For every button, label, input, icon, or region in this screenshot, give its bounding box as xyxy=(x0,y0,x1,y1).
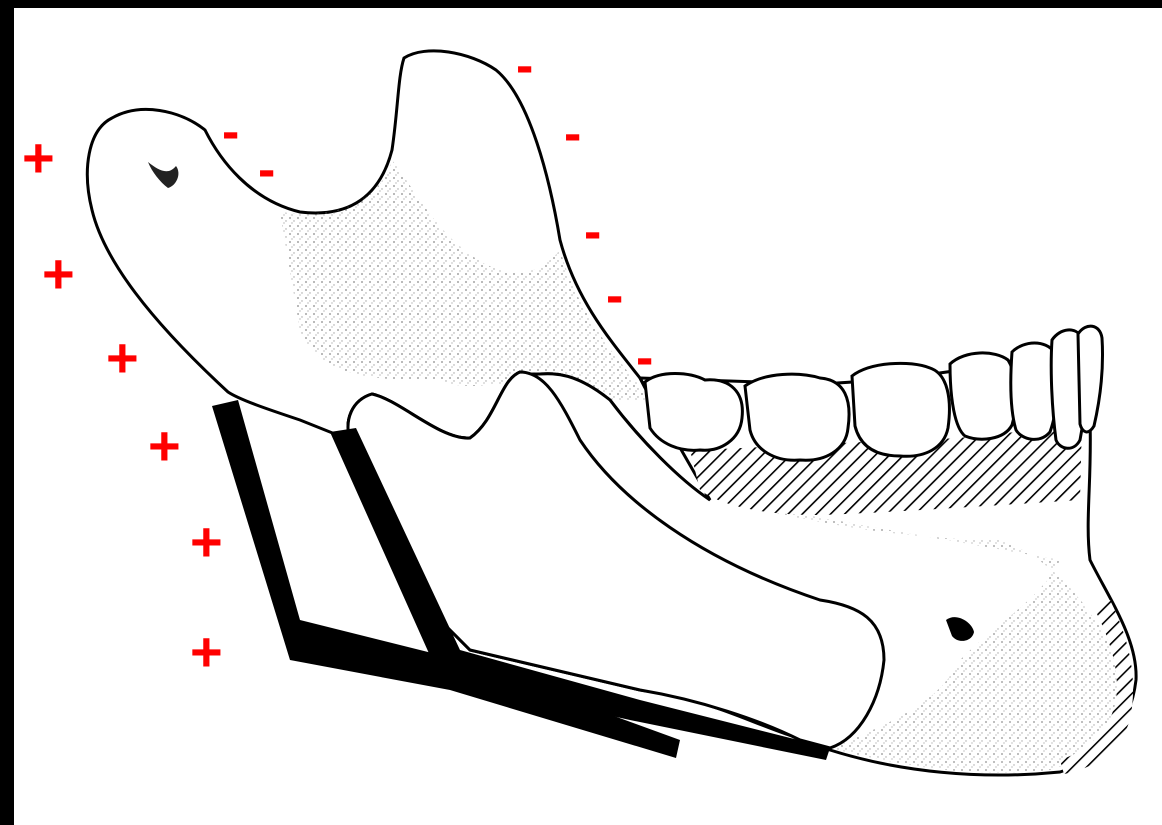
minus-mark-3: - xyxy=(516,40,533,92)
minus-mark-1: - xyxy=(222,106,239,158)
minus-mark-7: - xyxy=(636,332,653,384)
plus-mark-5: + xyxy=(190,514,223,570)
figure-canvas: + + + + + + - - - - - - - xyxy=(14,8,1162,825)
tooth-molar-1 xyxy=(852,363,949,456)
minus-mark-5: - xyxy=(584,206,601,258)
minus-mark-6: - xyxy=(606,270,623,322)
plus-mark-4: + xyxy=(148,418,181,474)
tooth-molar-2 xyxy=(745,374,849,460)
minus-mark-4: - xyxy=(564,108,581,160)
tooth-incisor xyxy=(1078,326,1103,432)
minus-mark-2: - xyxy=(258,144,275,196)
plus-mark-1: + xyxy=(22,130,55,186)
mandible-drawing xyxy=(14,8,1162,825)
teeth xyxy=(645,326,1103,460)
plus-mark-6: + xyxy=(190,624,223,680)
tooth-premolar-2 xyxy=(950,353,1016,439)
plus-mark-3: + xyxy=(106,330,139,386)
plus-mark-2: + xyxy=(42,246,75,302)
tooth-molar-3 xyxy=(645,374,742,451)
